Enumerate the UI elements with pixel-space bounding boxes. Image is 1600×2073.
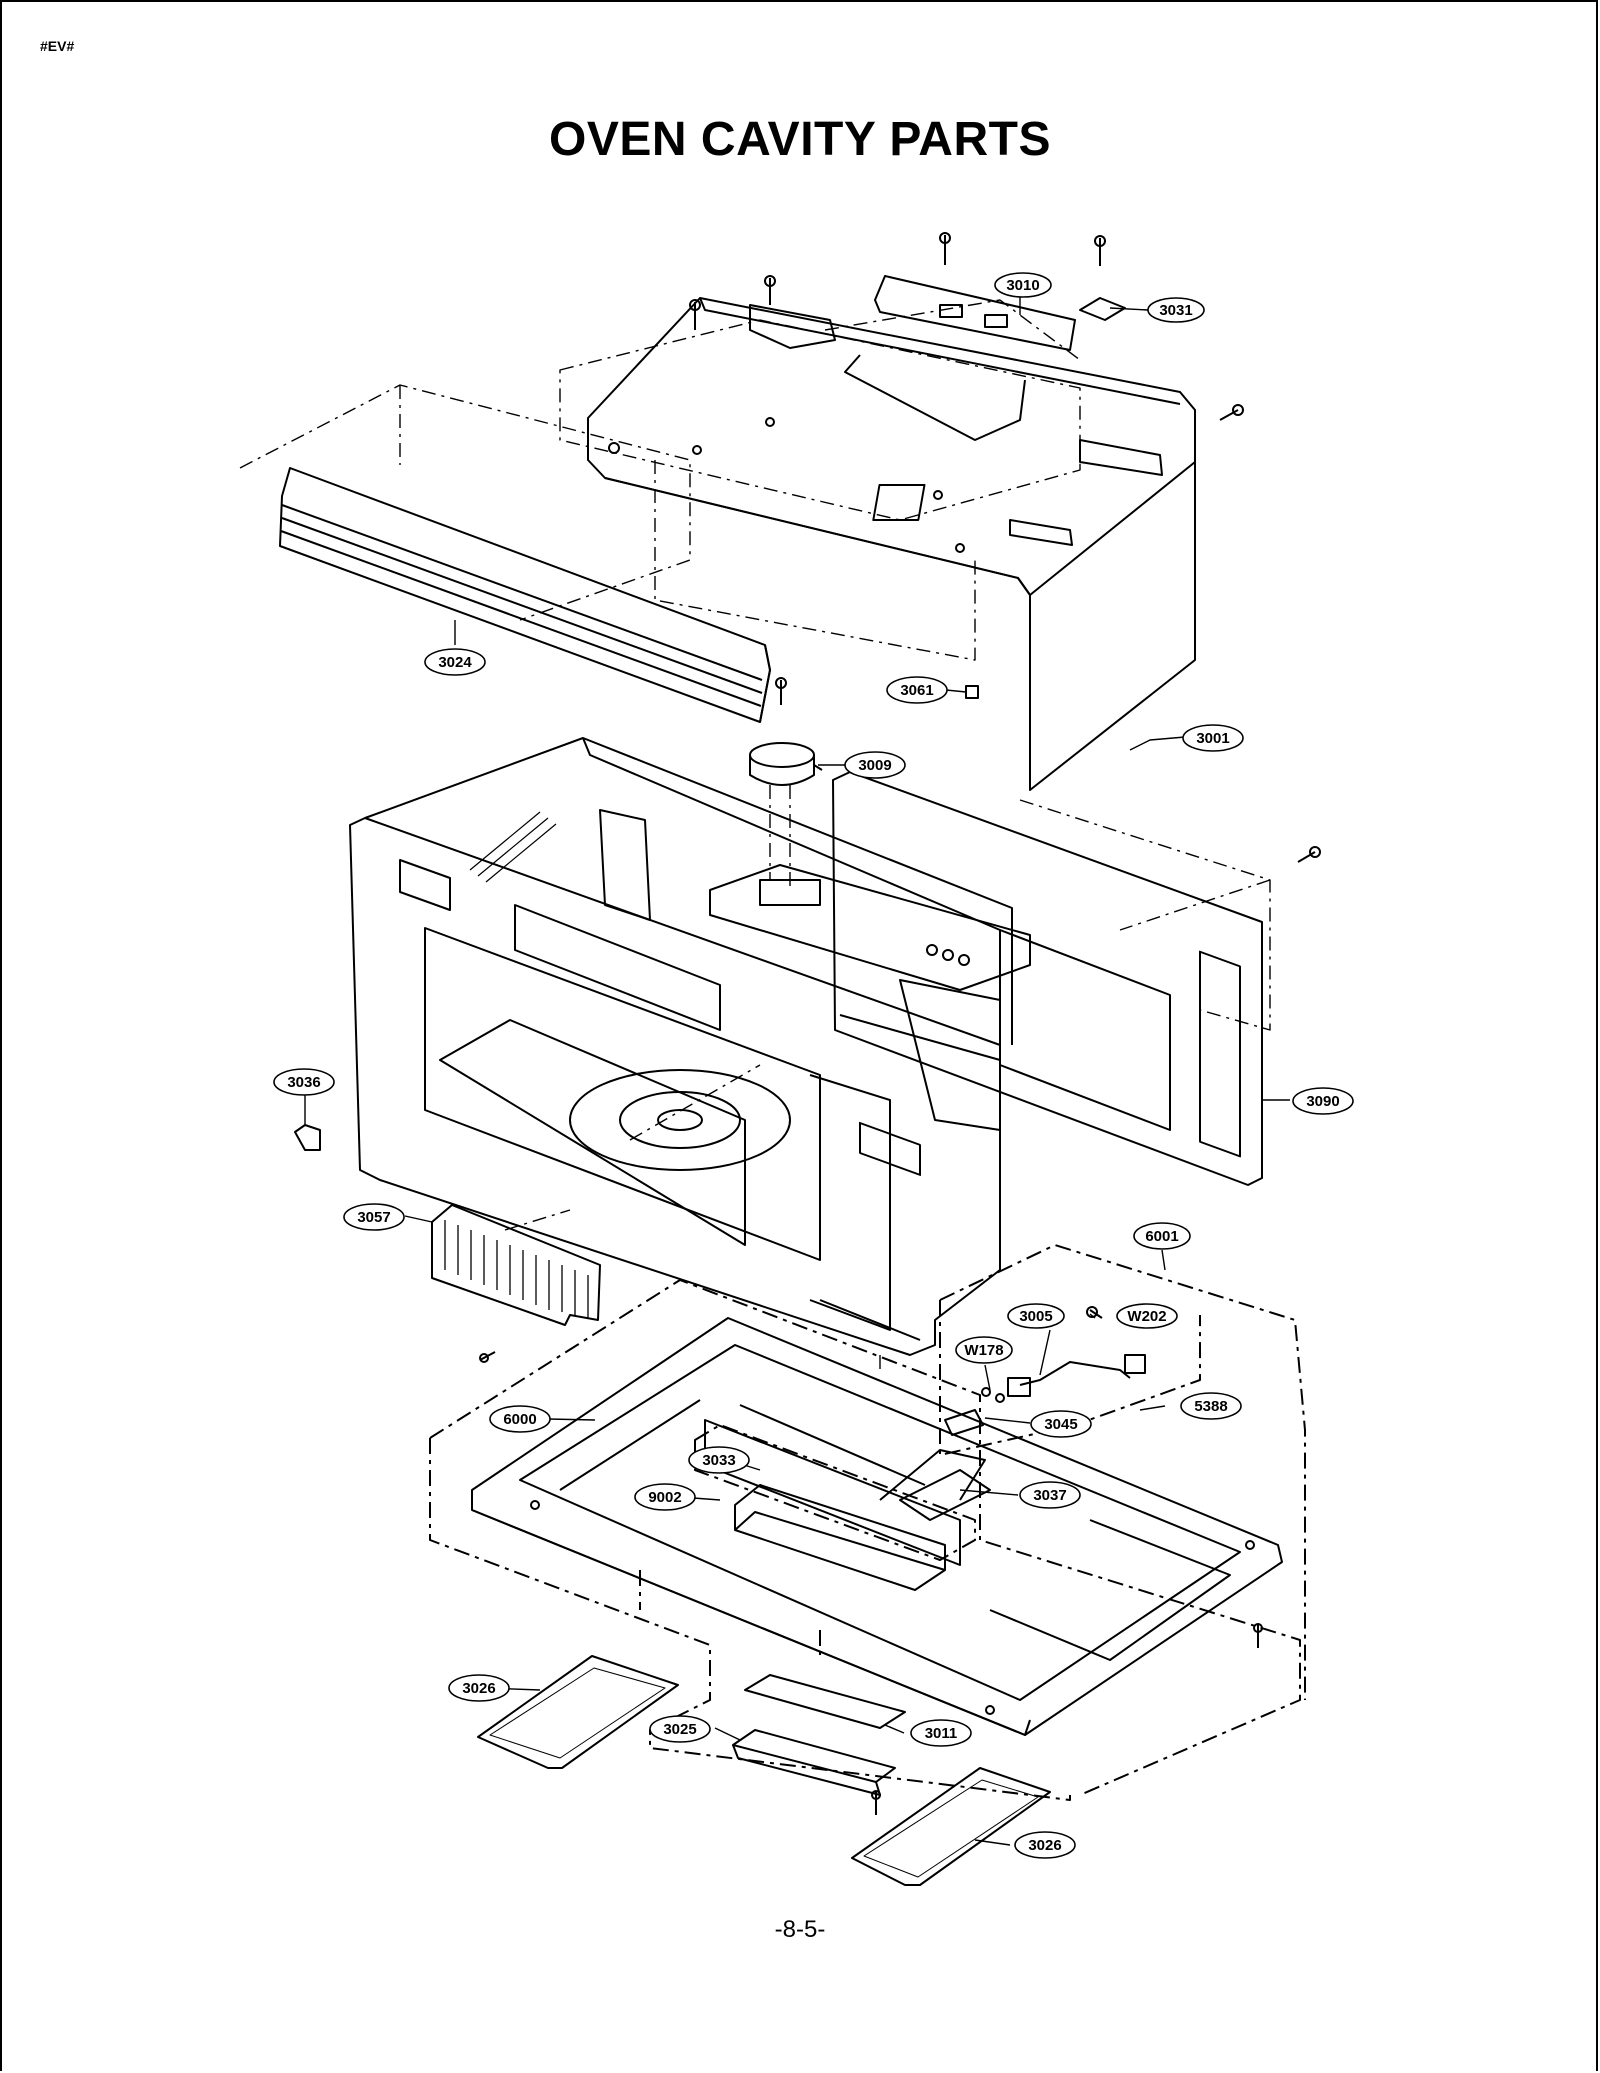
callout-3010-label: 3010 — [1006, 277, 1039, 294]
callout-3033: 3033 — [688, 1446, 750, 1474]
callout-3061-label: 3061 — [900, 682, 933, 699]
callout-5388: 5388 — [1180, 1392, 1242, 1420]
callout-3061: 3061 — [886, 676, 948, 704]
callout-6001-label: 6001 — [1145, 1228, 1178, 1245]
page-title: OVEN CAVITY PARTS — [549, 113, 1051, 166]
bracket-3037 — [899, 1469, 991, 1521]
power-cord-3005 — [981, 1354, 1146, 1403]
callout-3005-label: 3005 — [1019, 1308, 1052, 1325]
screws — [479, 232, 1321, 1815]
callout-3036-label: 3036 — [287, 1074, 320, 1091]
callout-9002-label: 9002 — [648, 1489, 681, 1506]
callouts: 3010 3031 3024 3061 3001 3009 3036 3090 … — [273, 272, 1354, 1859]
callout-3010: 3010 — [994, 272, 1052, 298]
callout-W202: W202 — [1116, 1303, 1178, 1329]
callout-3025-label: 3025 — [663, 1721, 696, 1738]
base-plate — [471, 1317, 1283, 1736]
callout-3005: 3005 — [1007, 1303, 1065, 1329]
callout-3026b-label: 3026 — [1028, 1837, 1061, 1854]
callout-3011: 3011 — [910, 1719, 972, 1747]
outer-case-3001 — [587, 297, 1196, 791]
callout-3009: 3009 — [844, 751, 906, 779]
callout-3026b: 3026 — [1014, 1831, 1076, 1859]
callout-3026a-label: 3026 — [462, 1680, 495, 1697]
callout-3045-label: 3045 — [1044, 1416, 1077, 1433]
callout-3090: 3090 — [1292, 1087, 1354, 1115]
motor-3009 — [749, 742, 823, 786]
callout-3033-label: 3033 — [702, 1452, 735, 1469]
callout-3024-label: 3024 — [438, 654, 472, 671]
callout-W202-label: W202 — [1127, 1308, 1166, 1325]
page-number: -8-5- — [774, 1916, 826, 1943]
charcoal-filter-3026b — [851, 1767, 1051, 1886]
callout-5388-label: 5388 — [1194, 1398, 1227, 1415]
callout-3057-label: 3057 — [357, 1209, 390, 1226]
callout-3026a: 3026 — [448, 1674, 510, 1702]
callout-3037-label: 3037 — [1033, 1487, 1066, 1504]
callout-3090-label: 3090 — [1306, 1093, 1339, 1110]
callout-3031-label: 3031 — [1159, 302, 1192, 319]
oven-cavity — [349, 737, 1031, 1356]
clip-3061 — [965, 685, 979, 699]
callout-9002: 9002 — [634, 1483, 696, 1511]
callout-3057: 3057 — [343, 1203, 405, 1231]
callout-6000-label: 6000 — [503, 1411, 536, 1428]
vent-grille-3024 — [279, 467, 771, 723]
lamp-cover-3025 — [732, 1729, 896, 1796]
callout-W178: W178 — [955, 1336, 1013, 1364]
callout-3045: 3045 — [1030, 1410, 1092, 1438]
callout-3001-label: 3001 — [1196, 730, 1229, 747]
callout-3024: 3024 — [424, 648, 486, 676]
callout-W178-label: W178 — [964, 1342, 1003, 1359]
grease-filter-3057 — [431, 1204, 601, 1326]
callout-3037: 3037 — [1019, 1481, 1081, 1509]
fuse-3045 — [879, 1409, 986, 1501]
callout-3011-label: 3011 — [925, 1725, 958, 1742]
callout-3031: 3031 — [1147, 297, 1205, 323]
callout-3025: 3025 — [649, 1715, 711, 1743]
callout-6000: 6000 — [489, 1405, 551, 1433]
latch-3036 — [294, 1124, 321, 1151]
bracket-3031 — [1079, 297, 1126, 321]
lens-3011 — [744, 1674, 906, 1729]
callout-3036: 3036 — [273, 1068, 335, 1096]
callout-6001: 6001 — [1133, 1222, 1191, 1250]
charcoal-filter-3026a — [477, 1655, 679, 1769]
callout-3009-label: 3009 — [858, 757, 891, 774]
inverter-3033 — [734, 1484, 946, 1591]
back-plate-3090 — [832, 771, 1263, 1186]
bracket-3010 — [874, 275, 1076, 351]
document-code: #EV# — [40, 38, 75, 54]
callout-3001: 3001 — [1182, 724, 1244, 752]
